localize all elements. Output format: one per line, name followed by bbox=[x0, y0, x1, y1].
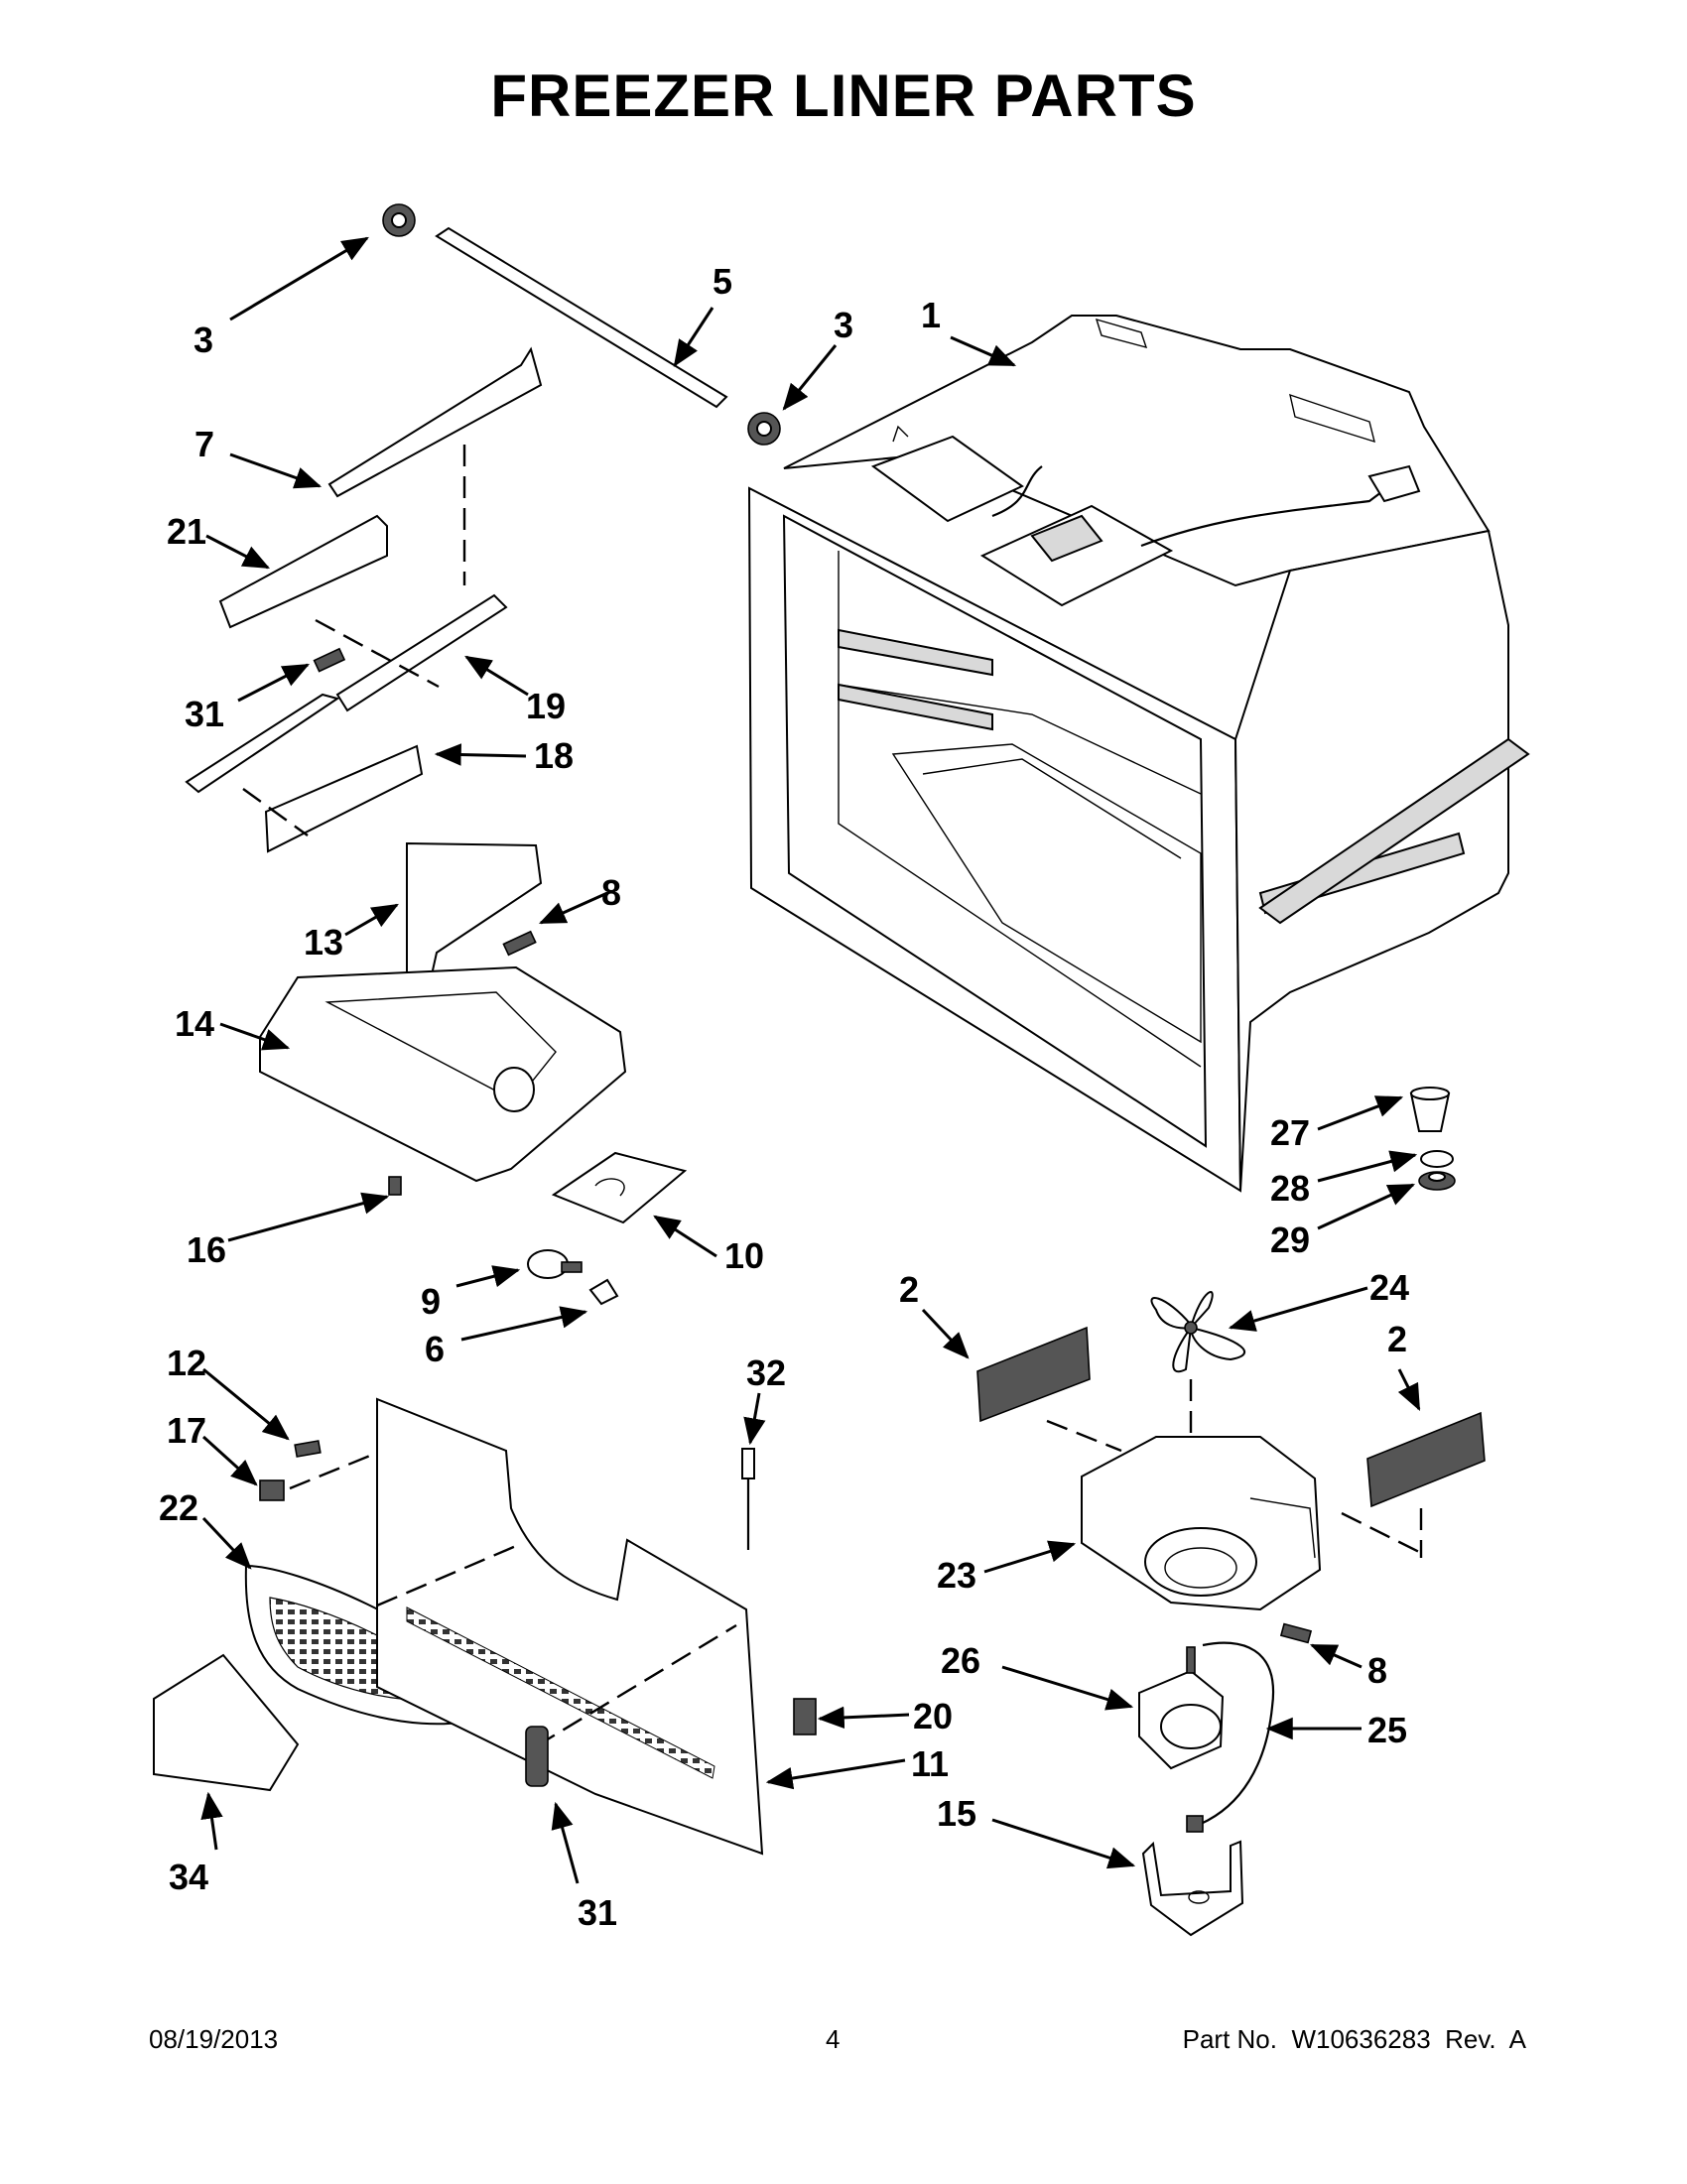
part-pad-2-right bbox=[1366, 1411, 1486, 1508]
callout-9: 9 bbox=[421, 1281, 441, 1322]
callout-3-right: 3 bbox=[834, 305, 853, 345]
callout-13: 13 bbox=[304, 922, 343, 963]
callout-5: 5 bbox=[713, 261, 732, 302]
footer-page-number: 4 bbox=[826, 2024, 841, 2054]
part-panel-11 bbox=[376, 1397, 764, 1856]
part-screw-31-top bbox=[313, 647, 346, 673]
callout-16: 16 bbox=[187, 1229, 226, 1270]
callout-2-right: 2 bbox=[1387, 1319, 1407, 1359]
part-seal-20 bbox=[793, 1698, 817, 1735]
callout-2-left: 2 bbox=[899, 1269, 919, 1310]
callout-numbers: 3 5 3 1 7 21 31 19 18 13 8 14 16 10 9 6 … bbox=[159, 261, 1409, 1933]
part-cover-34 bbox=[153, 1653, 300, 1792]
part-fan-motor-26 bbox=[1138, 1646, 1225, 1770]
part-label-10 bbox=[551, 1151, 688, 1224]
page-title: FREEZER LINER PARTS bbox=[490, 63, 1197, 129]
callout-20: 20 bbox=[913, 1696, 953, 1736]
callout-14: 14 bbox=[175, 1003, 214, 1044]
part-ring-28 bbox=[1420, 1150, 1454, 1168]
callout-27: 27 bbox=[1270, 1112, 1310, 1153]
part-screw-12 bbox=[294, 1440, 322, 1458]
callout-21: 21 bbox=[167, 511, 206, 552]
callout-34: 34 bbox=[169, 1857, 208, 1897]
callout-31-top: 31 bbox=[185, 694, 224, 734]
callout-25: 25 bbox=[1367, 1710, 1407, 1750]
callout-24: 24 bbox=[1369, 1267, 1409, 1308]
callout-19: 19 bbox=[526, 686, 566, 726]
callout-26: 26 bbox=[941, 1640, 980, 1681]
callout-32: 32 bbox=[746, 1352, 786, 1393]
part-slide-18 bbox=[185, 693, 340, 794]
part-screw-8-right bbox=[1279, 1622, 1313, 1644]
callout-8-left: 8 bbox=[601, 872, 621, 913]
part-wire-25 bbox=[1200, 1641, 1275, 1826]
callout-31-bottom: 31 bbox=[578, 1892, 617, 1933]
part-bracket-15 bbox=[1141, 1840, 1244, 1937]
callout-10: 10 bbox=[724, 1235, 764, 1276]
part-gear-right bbox=[747, 412, 781, 446]
callout-1: 1 bbox=[921, 295, 941, 335]
callout-3-top: 3 bbox=[194, 320, 213, 360]
callout-17: 17 bbox=[167, 1410, 206, 1451]
part-screw-8-left bbox=[502, 930, 537, 957]
part-grommet-27 bbox=[1409, 1087, 1451, 1132]
callout-6: 6 bbox=[425, 1329, 445, 1369]
part-clip-31-bottom bbox=[525, 1726, 549, 1787]
callout-11: 11 bbox=[911, 1743, 949, 1784]
part-gear-top bbox=[382, 203, 416, 237]
part-fan-blade-24 bbox=[1150, 1291, 1245, 1373]
part-washer-29 bbox=[1418, 1171, 1456, 1191]
part-thermistor-32 bbox=[741, 1448, 755, 1550]
callout-arrows bbox=[200, 236, 1421, 1884]
callout-29: 29 bbox=[1270, 1220, 1310, 1260]
part-fan-housing-23 bbox=[1081, 1436, 1322, 1611]
callout-22: 22 bbox=[159, 1487, 198, 1528]
part-shaft bbox=[435, 226, 728, 409]
part-socket-6 bbox=[588, 1278, 619, 1306]
part-holder-17 bbox=[259, 1479, 285, 1501]
footer-date: 08/19/2013 bbox=[149, 2024, 279, 2054]
part-clip-16 bbox=[388, 1176, 402, 1196]
footer-part-number: Part No. W10636283 Rev. A bbox=[1182, 2024, 1526, 2054]
callout-15: 15 bbox=[937, 1793, 976, 1834]
part-bracket-21 bbox=[218, 514, 388, 629]
part-duct-14 bbox=[259, 965, 627, 1183]
part-freezer-liner bbox=[747, 315, 1530, 1193]
callout-7: 7 bbox=[195, 424, 214, 464]
part-rail-7 bbox=[327, 346, 543, 498]
callout-18: 18 bbox=[534, 735, 574, 776]
callout-23: 23 bbox=[937, 1555, 976, 1596]
callout-12: 12 bbox=[167, 1343, 206, 1383]
callout-28: 28 bbox=[1270, 1168, 1310, 1209]
part-pad-2-left bbox=[976, 1326, 1091, 1423]
callout-8-right: 8 bbox=[1367, 1650, 1387, 1691]
part-slide-19 bbox=[335, 593, 508, 712]
part-bulb-9 bbox=[527, 1249, 583, 1279]
